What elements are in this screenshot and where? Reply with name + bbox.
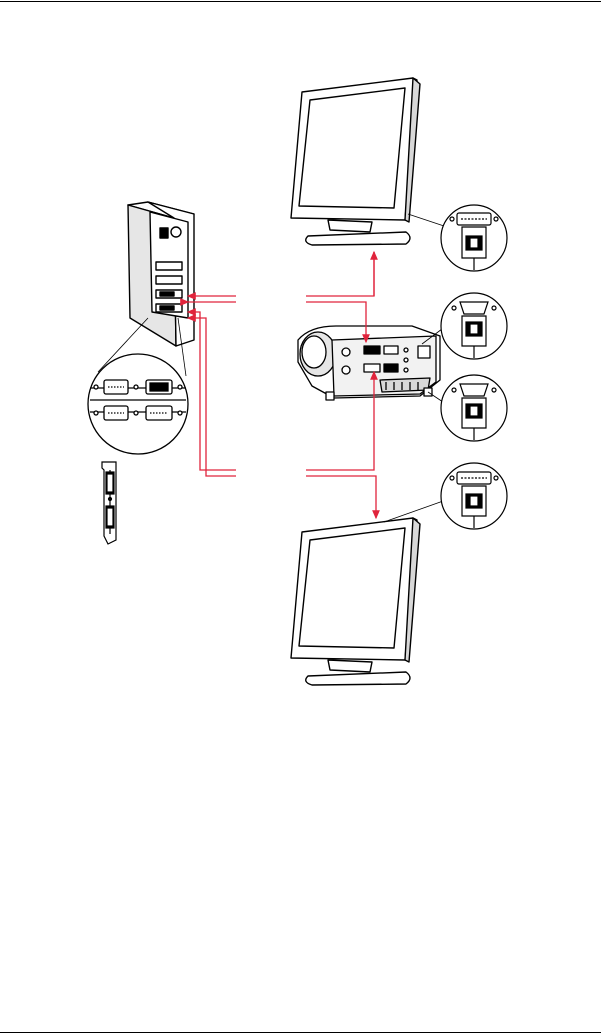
dvi-connector-bottom-monitor <box>441 463 507 529</box>
vga-connector-projector-lower <box>441 375 507 441</box>
cable-to-projector-lower <box>188 312 236 470</box>
cable-to-bottom-monitor <box>188 318 236 476</box>
graphics-card <box>102 462 116 544</box>
graphics-card-ports-closeup <box>88 354 188 454</box>
cable-to-top-monitor <box>188 252 374 296</box>
top-monitor <box>291 78 420 245</box>
vga-connector-projector-upper <box>441 293 507 359</box>
cable-to-bottom-monitor-run <box>306 476 376 518</box>
projector <box>298 326 440 400</box>
bottom-monitor <box>291 518 420 685</box>
computer-tower <box>128 202 194 346</box>
dvi-connector-top-monitor <box>441 205 507 271</box>
